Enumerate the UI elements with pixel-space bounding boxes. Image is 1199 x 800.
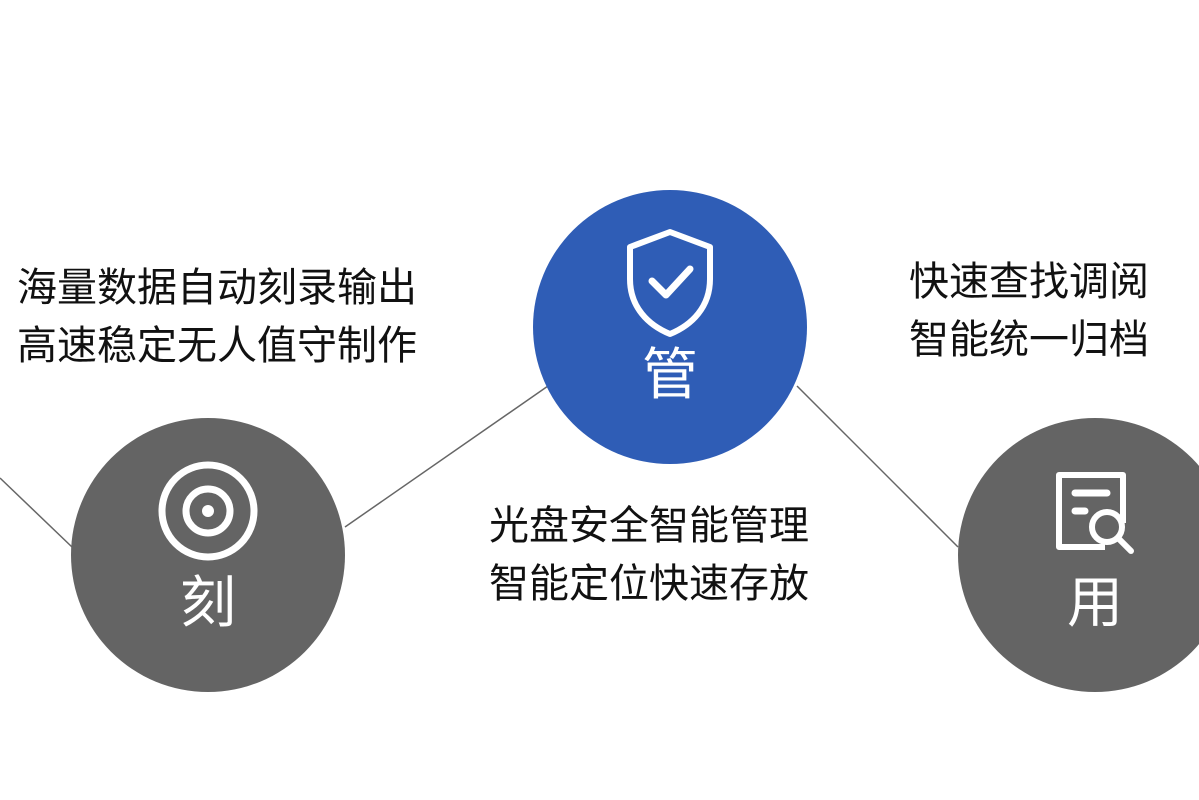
desc-line: 智能统一归档 (909, 317, 1149, 363)
use-description: 快速查找调阅 智能统一归档 (909, 253, 1149, 369)
node-manage: 管 (533, 190, 807, 464)
disc-icon (156, 456, 260, 566)
node-label: 刻 (180, 571, 236, 636)
manage-description: 光盘安全智能管理 智能定位快速存放 (489, 497, 809, 613)
desc-line: 快速查找调阅 (909, 259, 1149, 305)
connector-line (0, 477, 73, 548)
document-search-icon (1045, 456, 1145, 566)
node-label: 用 (1067, 571, 1123, 636)
connector-line (796, 385, 959, 548)
burn-description: 海量数据自动刻录输出 高速稳定无人值守制作 (17, 259, 417, 375)
node-use: 用 (958, 418, 1199, 692)
node-label: 管 (642, 343, 698, 408)
desc-line: 高速稳定无人值守制作 (17, 323, 417, 369)
desc-line: 海量数据自动刻录输出 (17, 265, 417, 311)
desc-line: 智能定位快速存放 (489, 561, 809, 607)
shield-check-icon (622, 228, 718, 338)
desc-line: 光盘安全智能管理 (489, 503, 809, 549)
connector-line (344, 385, 549, 528)
node-burn: 刻 (71, 418, 345, 692)
